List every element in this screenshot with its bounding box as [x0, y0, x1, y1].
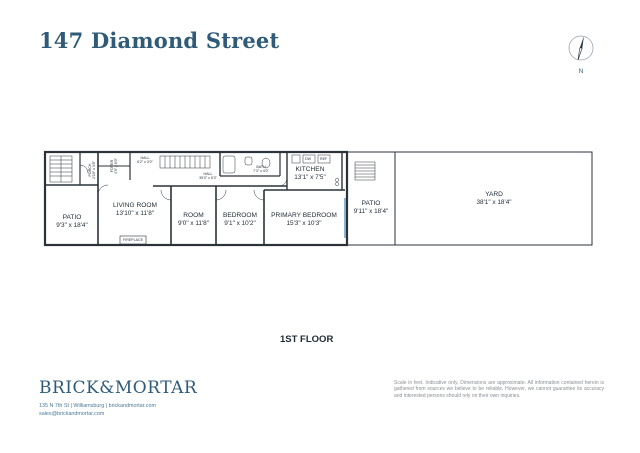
room-bedroom: BEDROOM 9'1" x 10'2" [217, 212, 263, 227]
room-living-room: LIVING ROOM 13'10" x 11'8" [104, 202, 166, 217]
room-primary-bedroom-dim: 15'3" x 10'3" [286, 219, 322, 227]
room-patio-front-name: PATIO [62, 214, 82, 221]
kitchen-dw-label: DW [305, 157, 311, 161]
room-foyer: FOYER 4'0" x 6'0" [110, 152, 118, 180]
room-yard: YARD 38'1" x 18'4" [466, 191, 522, 206]
room-patio-front-dim: 9'3" x 18'4" [56, 221, 88, 229]
room-living-room-dim: 13'10" x 11'8" [115, 209, 155, 217]
room-room: ROOM 9'0" x 11'8" [172, 212, 215, 227]
compass-icon: N [568, 35, 594, 75]
room-room-name: ROOM [183, 212, 204, 219]
brand-email[interactable]: sales@brickandmortar.com [39, 411, 105, 417]
room-primary-bedroom-name: PRIMARY BEDROOM [271, 212, 337, 219]
room-bedroom-name: BEDROOM [222, 212, 258, 219]
room-patio-rear: PATIO 9'11" x 18'4" [348, 200, 394, 215]
room-porch-dim: 2'10" x 3'8" [92, 161, 97, 179]
room-hall-2-name: HALL [203, 172, 213, 176]
room-hall-1-name: HALL [140, 156, 150, 160]
room-yard-dim: 38'1" x 18'4" [476, 198, 512, 206]
room-kitchen-name: KITCHEN [295, 166, 325, 173]
floor-label: 1ST FLOOR [280, 334, 334, 345]
room-patio-rear-dim: 9'11" x 18'4" [353, 207, 389, 215]
room-hall-2: HALL 35'0" x 5'3" [194, 172, 222, 180]
room-hall-1-dim: 6'2" x 3'0" [137, 160, 153, 165]
room-patio-front: PATIO 9'3" x 18'4" [48, 214, 96, 229]
room-foyer-dim: 4'0" x 6'0" [114, 158, 119, 174]
room-kitchen-dim: 13'1" x 7'5" [294, 173, 326, 181]
room-living-room-name: LIVING ROOM [113, 202, 157, 209]
room-bedroom-dim: 9'1" x 10'2" [224, 219, 256, 227]
room-porch: PORCH 2'10" x 3'8" [88, 156, 96, 184]
fireplace-label: FIREPLACE [123, 238, 143, 242]
brand-logo: BRICK&MORTAR [39, 378, 198, 398]
room-yard-name: YARD [485, 191, 503, 198]
room-bath-dim: 7'3" x 4'0" [253, 169, 269, 174]
room-hall-2-dim: 35'0" x 5'3" [199, 176, 217, 181]
room-patio-rear-name: PATIO [361, 200, 381, 207]
room-bath: BATH 7'3" x 4'0" [248, 165, 274, 173]
page-title: 147 Diamond Street [39, 28, 280, 53]
kitchen-ref-label: REF [320, 157, 328, 161]
room-primary-bedroom: PRIMARY BEDROOM 15'3" x 10'3" [265, 212, 343, 227]
disclaimer-text: Scale in feet. Indicative only. Dimensio… [394, 380, 604, 399]
room-hall-1: HALL 6'2" x 3'0" [131, 156, 159, 164]
compass-label: N [579, 68, 584, 75]
room-bath-name: BATH [256, 165, 266, 169]
brand-address: 135 N 7th St | Williamsburg | brickandmo… [39, 403, 156, 409]
room-kitchen: KITCHEN 13'1" x 7'5" [288, 166, 332, 181]
room-room-dim: 9'0" x 11'8" [177, 219, 210, 227]
